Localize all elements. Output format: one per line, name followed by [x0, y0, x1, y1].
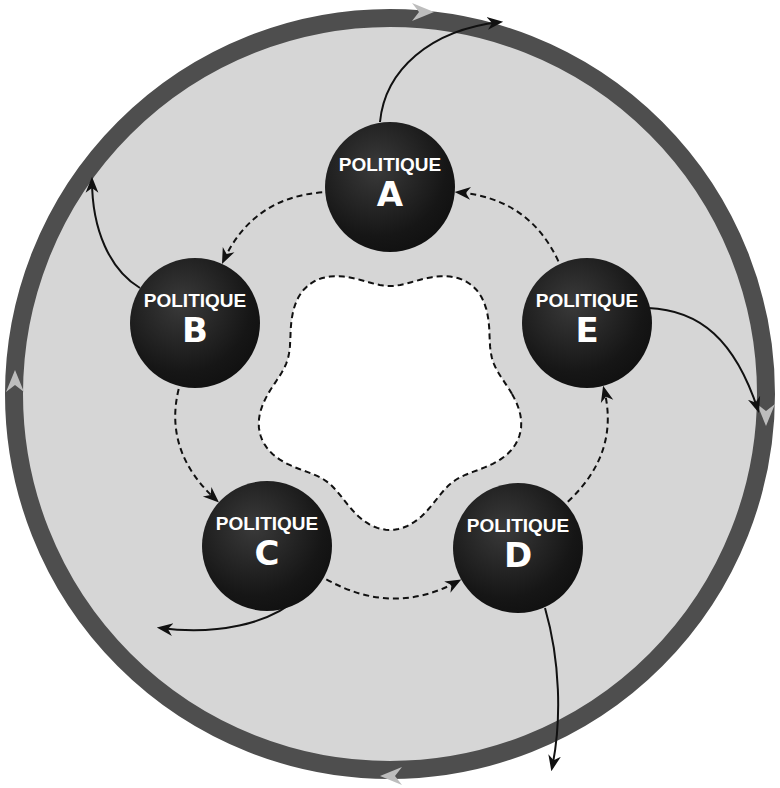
- policy-label: POLITIQUE: [536, 291, 638, 312]
- outflow-arrow: [648, 308, 758, 410]
- policy-label: POLITIQUE: [144, 291, 246, 312]
- outflow-arrow: [380, 22, 500, 122]
- outflow-arrow: [545, 608, 558, 768]
- rim-chevron: [757, 404, 775, 426]
- policy-circle: POLITIQUEA: [325, 122, 455, 252]
- policy-letter: A: [377, 176, 403, 213]
- rim-chevron: [380, 767, 402, 785]
- policy-circle: POLITIQUEC: [202, 481, 332, 611]
- dashed-flow-arrow: [175, 389, 216, 500]
- rim-chevron: [412, 3, 434, 21]
- policy-label: POLITIQUE: [216, 514, 318, 535]
- dashed-flow-arrow: [223, 192, 322, 261]
- policy-label: POLITIQUE: [339, 155, 441, 176]
- rim-chevron: [6, 370, 24, 392]
- dashed-flow-arrow: [458, 192, 559, 261]
- dashed-flow-arrow: [326, 579, 458, 598]
- policy-letter: B: [182, 312, 208, 349]
- policy-letter: C: [255, 535, 280, 572]
- policy-letter: E: [575, 312, 598, 349]
- outer-ring: [14, 18, 766, 770]
- outflow-arrow: [92, 180, 140, 288]
- policy-label: POLITIQUE: [467, 516, 569, 537]
- policy-circle: POLITIQUED: [453, 483, 583, 613]
- dashed-flow-arrow: [568, 389, 608, 502]
- policy-letter: D: [504, 537, 532, 574]
- policy-circle: POLITIQUEB: [130, 258, 260, 388]
- policy-circle: POLITIQUEE: [522, 258, 652, 388]
